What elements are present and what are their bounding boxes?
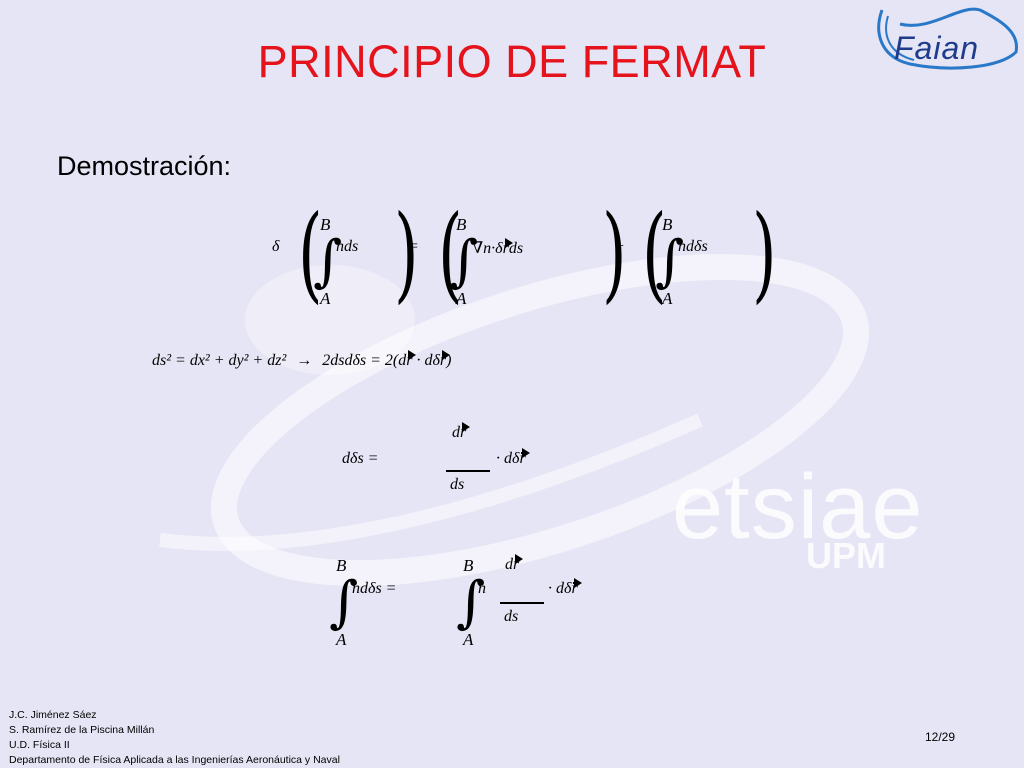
eq3-fraction-bar — [446, 470, 490, 472]
subtitle: Demostración: — [57, 151, 232, 181]
eq1-term2-prefix: ∇n·δ — [472, 240, 503, 257]
eq3-lhs: dδs = — [342, 450, 379, 467]
footer-line-author-2: S. Ramírez de la Piscina Millán — [9, 724, 155, 736]
eq4-integral-2: ∫ — [456, 570, 486, 635]
eq4-limit-upper-1: B — [336, 556, 347, 575]
eq1-term3: ndδs — [678, 238, 708, 255]
eq3-tail-text: · dδ — [496, 450, 520, 467]
eq4-tail: · dδr — [548, 578, 583, 598]
eq1-integral-2: ∫ — [449, 229, 479, 294]
eq1-limit-upper-3: B — [662, 215, 673, 234]
eq1-integral-1: ∫ — [313, 229, 343, 294]
eq4-num-d: d — [505, 556, 513, 573]
eq1-limit-upper-2: B — [456, 215, 467, 234]
eq2-lhs: ds² = dx² + dy² + dz² — [152, 352, 287, 369]
eq1-paren-close-1: ) — [394, 192, 419, 314]
watermark-etsiae: etsiae — [672, 456, 924, 558]
eq4-limit-lower-1: A — [336, 630, 347, 649]
eq2-rhs-end: ) — [446, 352, 452, 369]
eq1-term1: nds — [336, 238, 359, 255]
eq1-limit-lower-1: A — [320, 289, 331, 308]
eq1-limit-lower-3: A — [662, 289, 673, 308]
eq2-arrow-icon: → — [296, 352, 313, 369]
slide-title: PRINCIPIO DE FERMAT — [257, 36, 767, 87]
eq4-denominator: ds — [504, 608, 519, 625]
eq4-fraction-bar — [500, 602, 544, 604]
eq1-vector-r: r — [502, 238, 514, 257]
eq3-num-d: d — [452, 424, 460, 441]
eq4-vector-r: r — [513, 554, 524, 573]
eq3-tail-vector-r: r — [519, 448, 531, 467]
eq4-limit-lower-2: A — [463, 630, 474, 649]
eq4-integral-1: ∫ — [329, 570, 359, 635]
eq1-term2: ∇n·δrds — [472, 238, 523, 258]
eq3-vector-r: r — [460, 422, 471, 441]
faian-logo-icon — [877, 7, 1018, 70]
eq4-lhs: ndδs = — [352, 580, 397, 597]
logo-text: Faian — [894, 30, 980, 66]
equation-2: ds² = dx² + dy² + dz² → 2dsdδs = 2(dr · … — [152, 350, 452, 370]
eq1-integral-3: ∫ — [655, 229, 685, 294]
eq4-n: n — [478, 580, 486, 597]
footer-line-unit: U.D. Física II — [9, 739, 70, 751]
eq4-tail-text: · dδ — [548, 580, 572, 597]
eq3-tail: · dδr — [496, 448, 531, 468]
eq1-delta: δ — [272, 238, 280, 255]
eq1-paren-close-3: ) — [752, 192, 777, 314]
eq3-numerator: dr — [452, 422, 471, 442]
eq4-numerator: dr — [505, 554, 524, 574]
page-number: 12/29 — [925, 730, 956, 744]
eq2-vector-r2: r — [439, 350, 451, 369]
eq4-limit-upper-2: B — [463, 556, 474, 575]
eq1-paren-open-1: ( — [298, 192, 323, 314]
eq1-limit-upper-1: B — [320, 215, 331, 234]
footer-line-author-1: J.C. Jiménez Sáez — [9, 709, 97, 721]
eq4-tail-vector-r: r — [571, 578, 583, 597]
eq2-vector-r1: r — [406, 350, 417, 369]
eq1-paren-open-3: ( — [642, 192, 667, 314]
watermark-upm: UPM — [806, 535, 886, 576]
eq1-paren-open-2: ( — [438, 192, 463, 314]
eq2-rhs-start: 2dsdδs = 2(d — [322, 352, 407, 369]
eq1-paren-close-2: ) — [602, 192, 627, 314]
eq3-denominator: ds — [450, 476, 465, 493]
eq1-plus: + — [614, 238, 625, 255]
footer-credits: J.C. Jiménez Sáez S. Ramírez de la Pisci… — [9, 708, 340, 768]
eq2-rhs-mid: · dδ — [412, 352, 440, 369]
eq1-equals: = — [408, 238, 419, 255]
eq1-limit-lower-2: A — [456, 289, 467, 308]
footer-line-department: Departamento de Física Aplicada a las In… — [9, 754, 340, 766]
